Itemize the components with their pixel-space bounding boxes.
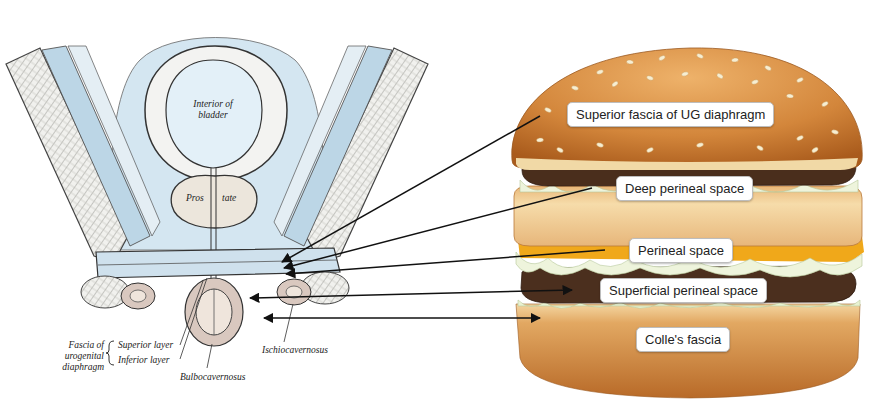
label-text: Superficial perineal space (609, 282, 758, 299)
prostate (171, 175, 257, 228)
bladder-cavity (166, 60, 262, 168)
raphe (214, 289, 215, 335)
top-bun-underside (516, 158, 858, 170)
left-crus (130, 290, 146, 302)
label-text: Deep perineal space (625, 180, 744, 197)
pointer-arrow (286, 250, 605, 274)
label-text: Colle's fascia (645, 331, 721, 348)
organ-label: tate (222, 193, 236, 204)
bottom-bun (516, 304, 860, 398)
leader-line (284, 304, 293, 342)
pointer-arrow (250, 290, 572, 298)
pointer-arrow (284, 188, 592, 268)
structure-label: Fascia of urogenital diaphragm (40, 340, 104, 373)
organ-label: Pros (186, 193, 204, 204)
left-ischiocavernosus (121, 283, 155, 309)
bladder-wall (145, 46, 287, 182)
leader-line (180, 278, 207, 359)
leader-line (180, 281, 203, 345)
muscle-label: Bulbocavernosus (180, 372, 245, 383)
label-box: Perineal space (629, 238, 733, 263)
pointer-arrow (264, 317, 540, 319)
label-box: Deep perineal space (616, 176, 753, 201)
organ-label: Interior of bladder (191, 99, 235, 121)
label-box: Colle's fascia (636, 327, 730, 352)
label-text: Perineal space (638, 242, 724, 259)
pointer-arrow (282, 116, 540, 262)
layer-label: Inferior layer (118, 355, 169, 366)
bulbocavernosus-muscle (185, 278, 243, 346)
left-levator-muscle (68, 46, 160, 236)
label-box: Superior fascia of UG diaphragm (567, 102, 774, 127)
label-box: Superficial perineal space (600, 278, 767, 303)
right-levator-muscle (274, 46, 366, 236)
sesame-seeds (536, 53, 839, 154)
muscle-label: Ischiocavernosus (262, 345, 328, 356)
top-bun (512, 48, 862, 168)
leader-line (207, 344, 212, 368)
label-text: Superior fascia of UG diaphragm (576, 106, 765, 123)
layer-bracket (106, 341, 114, 365)
layer-label: Superior layer (118, 340, 173, 351)
right-ischiocavernosus (277, 279, 311, 305)
